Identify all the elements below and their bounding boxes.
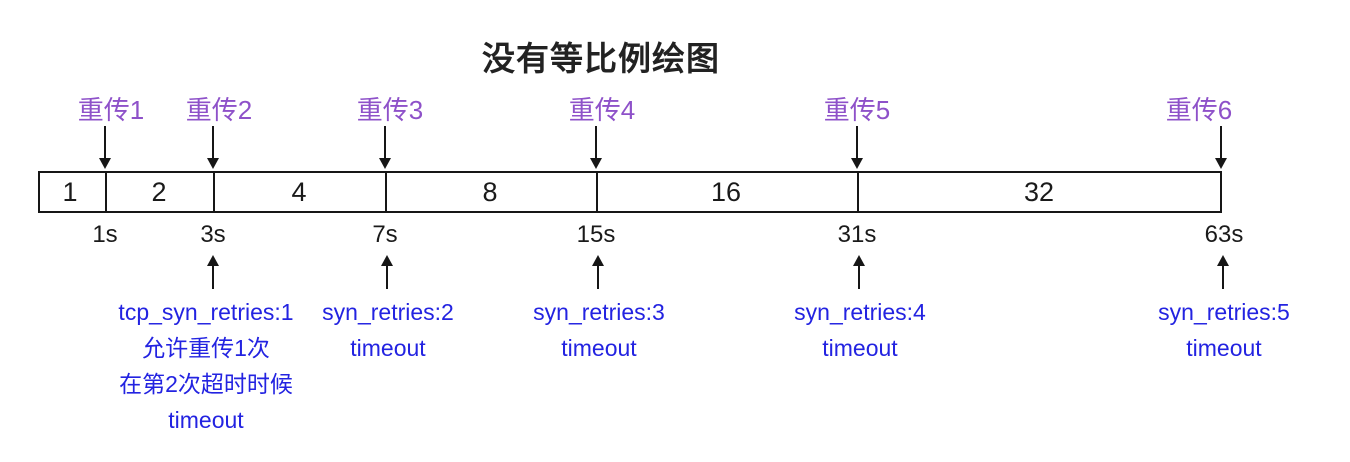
- down-arrow-icon: [590, 126, 602, 169]
- segment-divider: [857, 173, 859, 211]
- retry-annotation-2: syn_retries:2 timeout: [322, 294, 454, 366]
- arrow-shaft: [386, 266, 388, 289]
- time-tick-label-3s: 3s: [200, 221, 226, 248]
- annotation-line: syn_retries:5: [1158, 299, 1290, 325]
- segment-duration-label: 16: [710, 177, 742, 207]
- arrow-head: [207, 158, 219, 169]
- down-arrow-icon: [1215, 126, 1227, 169]
- annotation-line: timeout: [1186, 335, 1262, 361]
- retransmission-label-3: 重传3: [356, 95, 424, 125]
- time-tick-label-63s: 63s: [1204, 221, 1244, 248]
- arrow-head: [99, 158, 111, 169]
- annotation-line: timeout: [168, 407, 244, 433]
- segment-duration-label: 2: [151, 177, 167, 207]
- timeline-bar: [38, 171, 1222, 213]
- annotation-line: syn_retries:4: [794, 299, 926, 325]
- down-arrow-icon: [207, 126, 219, 169]
- arrow-shaft: [856, 126, 858, 158]
- retry-annotation-1: tcp_syn_retries:1 允许重传1次 在第2次超时时候 timeou…: [118, 294, 293, 438]
- arrow-head: [590, 158, 602, 169]
- up-arrow-icon: [381, 255, 393, 289]
- retransmission-label-6: 重传6: [1165, 95, 1233, 125]
- segment-divider: [385, 173, 387, 211]
- arrow-head: [1215, 158, 1227, 169]
- diagram-title: 没有等比例绘图: [482, 40, 720, 77]
- retransmission-label-2: 重传2: [185, 95, 253, 125]
- arrow-head: [851, 158, 863, 169]
- up-arrow-icon: [207, 255, 219, 289]
- up-arrow-icon: [853, 255, 865, 289]
- arrow-head: [379, 158, 391, 169]
- segment-divider: [213, 173, 215, 211]
- annotation-line: tcp_syn_retries:1: [118, 299, 294, 325]
- annotation-line: 在第2次超时时候: [119, 371, 293, 397]
- segment-duration-label: 32: [1023, 177, 1055, 207]
- arrow-shaft: [212, 126, 214, 158]
- annotation-line: timeout: [822, 335, 898, 361]
- up-arrow-icon: [1217, 255, 1229, 289]
- arrow-head: [381, 255, 393, 266]
- segment-duration-label: 4: [291, 177, 307, 207]
- arrow-head: [207, 255, 219, 266]
- annotation-line: timeout: [350, 335, 426, 361]
- arrow-shaft: [595, 126, 597, 158]
- retransmission-label-5: 重传5: [823, 95, 891, 125]
- down-arrow-icon: [99, 126, 111, 169]
- down-arrow-icon: [851, 126, 863, 169]
- annotation-line: timeout: [561, 335, 637, 361]
- time-tick-label-7s: 7s: [372, 221, 398, 248]
- retry-annotation-4: syn_retries:4 timeout: [794, 294, 926, 366]
- annotation-line: syn_retries:2: [322, 299, 454, 325]
- time-tick-label-31s: 31s: [837, 221, 877, 248]
- arrow-shaft: [384, 126, 386, 158]
- arrow-shaft: [1222, 266, 1224, 289]
- arrow-shaft: [858, 266, 860, 289]
- down-arrow-icon: [379, 126, 391, 169]
- annotation-line: syn_retries:3: [533, 299, 665, 325]
- arrow-shaft: [212, 266, 214, 289]
- up-arrow-icon: [592, 255, 604, 289]
- retry-annotation-5: syn_retries:5 timeout: [1158, 294, 1290, 366]
- time-tick-label-15s: 15s: [576, 221, 616, 248]
- arrow-head: [592, 255, 604, 266]
- arrow-shaft: [104, 126, 106, 158]
- arrow-head: [853, 255, 865, 266]
- segment-duration-label: 8: [482, 177, 498, 207]
- segment-divider: [105, 173, 107, 211]
- retransmission-label-1: 重传1: [77, 95, 145, 125]
- arrow-shaft: [597, 266, 599, 289]
- retry-annotation-3: syn_retries:3 timeout: [533, 294, 665, 366]
- arrow-shaft: [1220, 126, 1222, 158]
- annotation-line: 允许重传1次: [142, 335, 270, 361]
- time-tick-label-1s: 1s: [92, 221, 118, 248]
- arrow-head: [1217, 255, 1229, 266]
- retransmission-label-4: 重传4: [568, 95, 636, 125]
- segment-duration-label: 1: [62, 177, 78, 207]
- segment-divider: [596, 173, 598, 211]
